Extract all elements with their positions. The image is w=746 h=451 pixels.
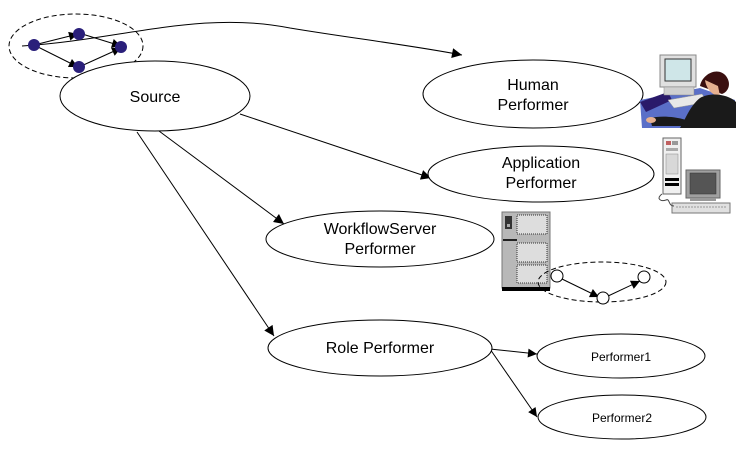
edge-role-performer1 (489, 348, 538, 358)
edge-source-application (239, 113, 432, 180)
node-application-label-line2: Performer (505, 175, 577, 192)
node-performer1-label: Performer1 (591, 350, 651, 364)
graph-node (73, 61, 85, 73)
node-workflowserver-label-line2: Performer (344, 241, 416, 258)
desktop-computer-icon (658, 137, 731, 214)
node-application-performer[interactable]: Application Performer (427, 145, 655, 203)
edge-role-performer2 (489, 348, 538, 418)
server-process-graph-icon (537, 261, 667, 305)
edge-source-role (136, 131, 275, 337)
server-vent-grilles (516, 214, 548, 284)
graph-node (115, 41, 127, 53)
node-performer2[interactable]: Performer2 (537, 394, 707, 440)
node-workflowserver-performer[interactable]: WorkflowServer Performer (265, 210, 495, 268)
node-workflowserver-label-line1: WorkflowServer (324, 221, 437, 238)
node-role-performer[interactable]: Role Performer (267, 319, 493, 377)
node-human-label-line2: Performer (497, 97, 569, 114)
graph-node (637, 270, 651, 284)
graph-node (596, 291, 610, 305)
server-tower-icon (501, 211, 551, 291)
edge-source-workflowserver (158, 130, 285, 225)
node-performer2-label: Performer2 (592, 411, 652, 425)
edge-source-human (21, 21, 463, 59)
person-at-computer-icon (640, 54, 736, 128)
node-source[interactable]: Source (59, 60, 251, 132)
graph-node (28, 39, 40, 51)
node-application-label-line1: Application (502, 155, 580, 172)
graph-node (550, 269, 564, 283)
node-role-label: Role Performer (326, 340, 435, 357)
node-human-label-line1: Human (507, 77, 559, 94)
graph-node (73, 28, 85, 40)
node-performer1[interactable]: Performer1 (536, 333, 706, 379)
node-source-label: Source (130, 89, 181, 106)
node-human-performer[interactable]: Human Performer (422, 59, 644, 129)
